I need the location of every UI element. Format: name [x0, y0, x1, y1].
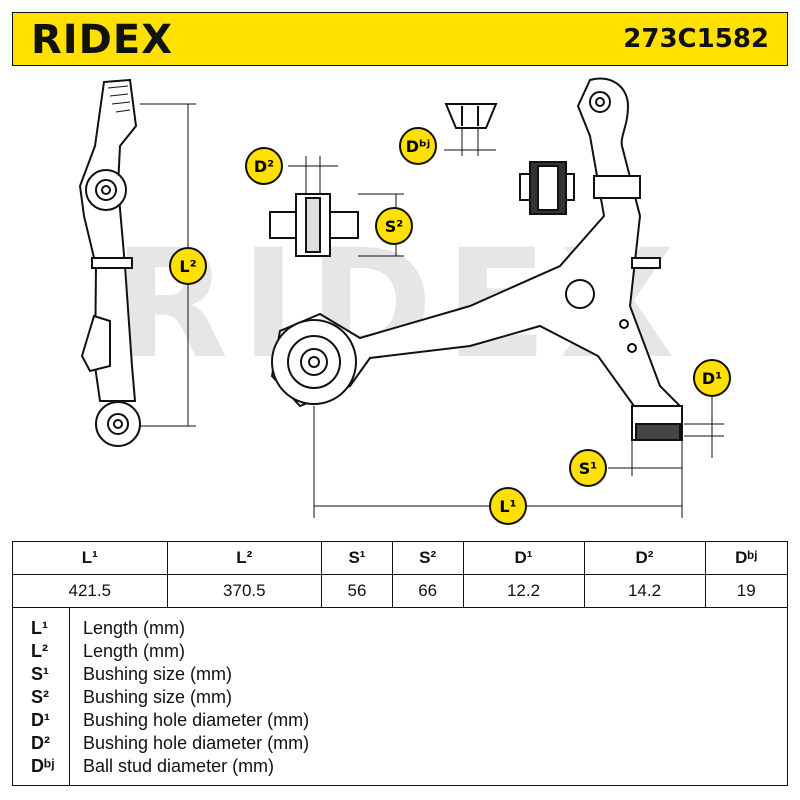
legend-key: L¹ [31, 618, 48, 638]
legend-row: D¹ Bushing hole diameter (mm) [13, 710, 789, 732]
legend-key: L² [31, 641, 48, 661]
legend-label: Ball stud diameter (mm) [83, 756, 275, 776]
spec-value: 370.5 [166, 574, 323, 608]
legend-divider [69, 608, 70, 785]
legend-row: L¹ Length (mm) [13, 618, 789, 640]
legend-row: S¹ Bushing size (mm) [13, 664, 789, 686]
brand-logo: RIDEX [31, 17, 174, 63]
svg-text:S¹: S¹ [579, 459, 598, 478]
legend-row: S² Bushing size (mm) [13, 687, 789, 709]
ball-joint [631, 405, 683, 441]
svg-text:D¹: D¹ [702, 369, 722, 388]
svg-text:S²: S² [385, 217, 404, 236]
spec-header-row: L¹ L² S¹ S² D¹ D² Dᵇʲ [12, 541, 788, 575]
legend-label: Length (mm) [83, 618, 186, 638]
legend-row: D² Bushing hole diameter (mm) [13, 733, 789, 755]
legend-label: Bushing hole diameter (mm) [83, 733, 310, 753]
spec-header: Dᵇʲ [704, 541, 788, 575]
legend-label: Bushing size (mm) [83, 664, 233, 684]
legend-row: L² Length (mm) [13, 641, 789, 663]
legend-key: D² [31, 733, 50, 753]
tag-d1: D¹ [693, 359, 731, 397]
tag-d2: D² [245, 147, 283, 185]
svg-text:Dᵇʲ: Dᵇʲ [406, 137, 430, 156]
legend-key: D¹ [31, 710, 50, 730]
front-bushing [271, 319, 357, 405]
legend-key: Dᵇʲ [31, 756, 55, 776]
spec-header: S² [391, 541, 464, 575]
spec-header: L² [166, 541, 323, 575]
spec-value: 14.2 [583, 574, 706, 608]
part-number: 273C1582 [623, 24, 769, 54]
technical-drawing: RIDEX L² D² [78, 77, 731, 525]
spec-value: 12.2 [462, 574, 585, 608]
tag-s2: S² [375, 207, 413, 245]
svg-text:L¹: L¹ [499, 497, 516, 516]
spec-value-row: 421.5 370.5 56 66 12.2 14.2 19 [12, 574, 788, 608]
spec-header: D² [583, 541, 706, 575]
spec-value: 421.5 [12, 574, 168, 608]
legend-label: Length (mm) [83, 641, 186, 661]
spec-header: D¹ [462, 541, 585, 575]
tag-dbj: Dᵇʲ [399, 127, 437, 165]
tag-l2: L² [169, 247, 207, 285]
ball-stud-detail [444, 103, 498, 129]
bushing-detail-s2 [269, 193, 359, 257]
legend-key: S² [31, 687, 49, 707]
header-bar: RIDEX 273C1582 [12, 12, 788, 66]
spec-header: S¹ [321, 541, 393, 575]
legend-key: S¹ [31, 664, 49, 684]
spec-table: L¹ L² S¹ S² D¹ D² Dᵇʲ 421.5 370.5 56 66 … [12, 541, 788, 608]
tag-s1: S¹ [569, 449, 607, 487]
rear-bushing-detail [519, 161, 575, 215]
svg-text:D²: D² [254, 157, 274, 176]
spec-value: 56 [321, 574, 393, 608]
legend-box: L¹ Length (mm) L² Length (mm) S¹ Bushing… [12, 608, 788, 786]
side-view-arm [78, 78, 141, 447]
legend-label: Bushing hole diameter (mm) [83, 710, 310, 730]
spec-value: 66 [391, 574, 464, 608]
spec-header: L¹ [12, 541, 168, 575]
spec-value: 19 [704, 574, 788, 608]
legend-row: Dᵇʲ Ball stud diameter (mm) [13, 756, 789, 778]
svg-text:L²: L² [179, 257, 196, 276]
control-arm-main [270, 77, 681, 440]
legend-label: Bushing size (mm) [83, 687, 233, 707]
tag-l1: L¹ [489, 487, 527, 525]
